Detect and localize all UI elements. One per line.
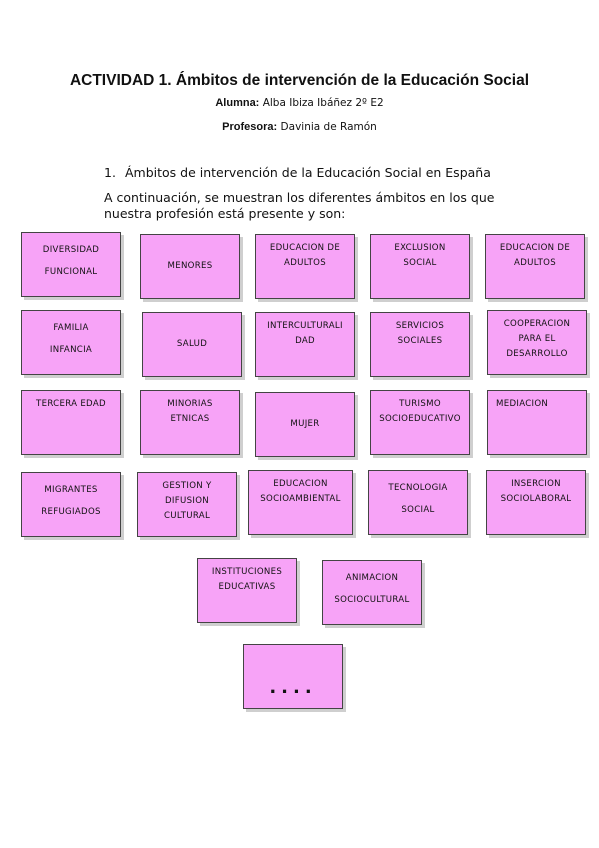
area-box: INTERCULTURALI DAD — [255, 312, 355, 377]
area-box: MINORIAS ETNICAS — [140, 390, 240, 455]
area-box: COOPERACION PARA EL DESARROLLO — [487, 310, 587, 375]
area-box: EDUCACION DE ADULTOS — [255, 234, 355, 299]
area-box: SALUD — [142, 312, 242, 377]
student-line: Alumna: Alba Ibiza Ibáñez 2º E2 — [0, 97, 599, 109]
section-title: Ámbitos de intervención de la Educación … — [124, 165, 491, 180]
area-box: SERVICIOS SOCIALES — [370, 312, 470, 377]
area-label: MINORIAS ETNICAS — [167, 399, 213, 424]
area-box: INSERCION SOCIOLABORAL — [486, 470, 586, 535]
area-box: INSTITUCIONES EDUCATIVAS — [197, 558, 297, 623]
area-label: MIGRANTES REFUGIADOS — [41, 485, 101, 517]
area-box: MUJER — [255, 392, 355, 457]
document-title: ACTIVIDAD 1. Ámbitos de intervención de … — [69, 72, 530, 89]
area-box: MIGRANTES REFUGIADOS — [21, 472, 121, 537]
area-box: EDUCACION SOCIOAMBIENTAL — [248, 470, 353, 535]
area-box: EDUCACION DE ADULTOS — [485, 234, 585, 299]
area-label: EXCLUSION SOCIAL — [394, 243, 446, 268]
area-box: EXCLUSION SOCIAL — [370, 234, 470, 299]
student-label: Alumna: — [215, 97, 260, 109]
area-label: MEDIACION — [496, 399, 549, 409]
area-label: INSERCION SOCIOLABORAL — [500, 479, 572, 504]
area-label: MENORES — [167, 261, 213, 271]
area-box: GESTION Y DIFUSION CULTURAL — [137, 472, 237, 537]
area-box: ANIMACION SOCIOCULTURAL — [322, 560, 422, 625]
area-box: TURISMO SOCIOEDUCATIVO — [370, 390, 470, 455]
student-name: Alba Ibiza Ibáñez 2º E2 — [262, 97, 384, 109]
area-label: EDUCACION DE ADULTOS — [499, 243, 571, 268]
area-box: FAMILIA INFANCIA — [21, 310, 121, 375]
area-box: DIVERSIDAD FUNCIONAL — [21, 232, 121, 297]
teacher-name: Davinia de Ramón — [280, 121, 377, 133]
intro-paragraph: A continuación, se muestran los diferent… — [104, 190, 495, 221]
area-label: SALUD — [176, 339, 208, 349]
area-label: EDUCACION DE ADULTOS — [269, 243, 341, 268]
section-number: 1. — [104, 165, 116, 180]
area-label: MUJER — [290, 419, 320, 429]
area-label: INTERCULTURALI DAD — [267, 321, 343, 346]
area-box: TERCERA EDAD — [21, 390, 121, 455]
area-label: TERCERA EDAD — [36, 399, 106, 409]
area-box: MEDIACION — [487, 390, 587, 455]
area-label: ANIMACION SOCIOCULTURAL — [334, 573, 410, 605]
area-label: COOPERACION PARA EL DESARROLLO — [503, 319, 571, 359]
teacher-line: Profesora: Davinia de Ramón — [0, 121, 599, 133]
area-label: GESTION Y DIFUSION CULTURAL — [162, 481, 212, 521]
area-box-more: .... — [243, 644, 343, 709]
area-label: INSTITUCIONES EDUCATIVAS — [211, 567, 283, 592]
area-label: DIVERSIDAD FUNCIONAL — [42, 245, 100, 277]
area-label: FAMILIA INFANCIA — [49, 323, 93, 355]
area-box: MENORES — [140, 234, 240, 299]
section-heading: 1. Ámbitos de intervención de la Educaci… — [104, 165, 491, 180]
area-label: SERVICIOS SOCIALES — [395, 321, 445, 346]
teacher-label: Profesora: — [222, 121, 278, 133]
area-label: TURISMO SOCIOEDUCATIVO — [379, 399, 461, 424]
area-label: TECNOLOGIA SOCIAL — [388, 483, 448, 515]
ellipsis-label: .... — [269, 677, 317, 698]
area-box: TECNOLOGIA SOCIAL — [368, 470, 468, 535]
area-label: EDUCACION SOCIOAMBIENTAL — [260, 479, 341, 504]
